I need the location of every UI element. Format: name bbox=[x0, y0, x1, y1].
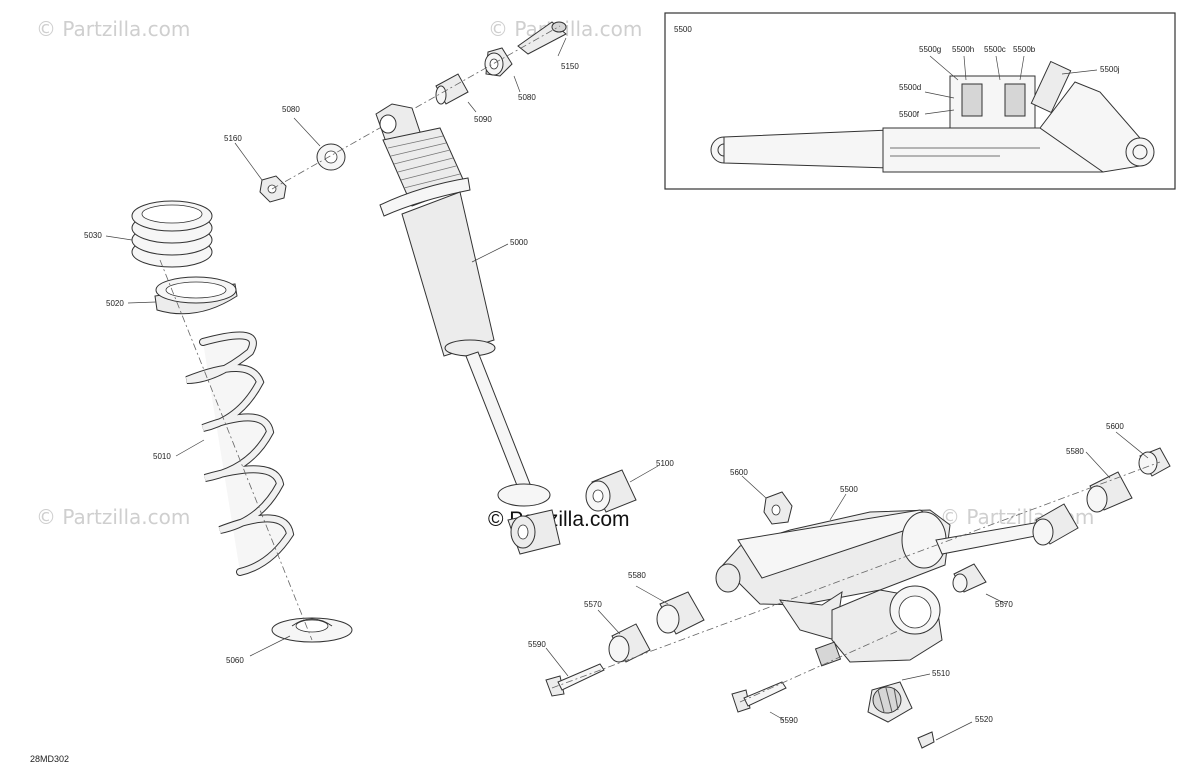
adjuster-5510 bbox=[867, 681, 913, 723]
lower-assembly-axis bbox=[551, 461, 1161, 689]
spring-5010 bbox=[185, 331, 295, 576]
shock-5000 bbox=[375, 103, 561, 555]
callout-5090: 5090 bbox=[474, 115, 492, 124]
leader-lines bbox=[105, 37, 1149, 741]
watermark-top-left: © Partzilla.com bbox=[36, 17, 190, 41]
callout-5020: 5020 bbox=[106, 299, 124, 308]
callout-5510: 5510 bbox=[932, 669, 950, 678]
shock-5500 bbox=[715, 509, 1047, 667]
callout-5590-right: 5590 bbox=[780, 716, 798, 725]
bushing-5100 bbox=[585, 469, 637, 513]
sleeve-5580-left bbox=[656, 591, 705, 635]
upper-assembly-axis bbox=[271, 25, 561, 190]
callout-5600-left: 5600 bbox=[730, 468, 748, 477]
callout-5160: 5160 bbox=[224, 134, 242, 143]
sleeve-5580-right bbox=[1086, 471, 1133, 513]
watermark-mid-left: © Partzilla.com bbox=[36, 505, 190, 529]
callout-5080-upper: 5080 bbox=[518, 93, 536, 102]
sleeve-5080-lower bbox=[316, 143, 346, 171]
callout-5600-right: 5600 bbox=[1106, 422, 1124, 431]
inset-title: 5500 bbox=[674, 25, 692, 34]
callout-5580-left: 5580 bbox=[628, 571, 646, 580]
sleeve-5570-left bbox=[608, 623, 651, 663]
inset-label-5500c: 5500c bbox=[984, 45, 1006, 54]
sleeve-5080-upper bbox=[484, 47, 513, 77]
bolt-5590-right bbox=[731, 681, 787, 713]
lower-bolt-axis bbox=[739, 629, 901, 703]
callout-5520: 5520 bbox=[975, 715, 993, 724]
callout-5580-right: 5580 bbox=[1066, 447, 1084, 456]
nut-5160 bbox=[259, 175, 287, 203]
screw-5520 bbox=[917, 731, 935, 749]
callout-5100: 5100 bbox=[656, 459, 674, 468]
inset-label-5500j: 5500j bbox=[1100, 65, 1120, 74]
inset-label-5500h: 5500h bbox=[952, 45, 974, 54]
bushing-5600-right bbox=[1138, 447, 1171, 477]
spring-seat-5060 bbox=[271, 617, 353, 643]
callout-5010: 5010 bbox=[153, 452, 171, 461]
callout-5080-lower: 5080 bbox=[282, 105, 300, 114]
bolt-5150 bbox=[517, 21, 567, 55]
inset-label-5500f: 5500f bbox=[899, 110, 920, 119]
spring-seat-5020 bbox=[154, 276, 238, 315]
bushing-5600-left bbox=[763, 491, 793, 525]
callout-5030: 5030 bbox=[84, 231, 102, 240]
callout-5000: 5000 bbox=[510, 238, 528, 247]
callout-5590-left: 5590 bbox=[528, 640, 546, 649]
callout-5060: 5060 bbox=[226, 656, 244, 665]
callout-labels: 5150 5080 5090 5080 5160 5030 5020 5000 … bbox=[84, 62, 1124, 725]
spacer-right-large bbox=[1032, 503, 1079, 546]
spacer-5090 bbox=[435, 73, 469, 105]
callout-5570-left: 5570 bbox=[584, 600, 602, 609]
callout-5500: 5500 bbox=[840, 485, 858, 494]
bolt-5590-left bbox=[545, 663, 605, 697]
spring-assembly-axis bbox=[159, 259, 313, 641]
callout-5150: 5150 bbox=[561, 62, 579, 71]
diagram-code: 28MD302 bbox=[30, 754, 69, 764]
inset-label-5500b: 5500b bbox=[1013, 45, 1036, 54]
callout-5570-right: 5570 bbox=[995, 600, 1013, 609]
inset-label-5500g: 5500g bbox=[919, 45, 941, 54]
spring-5030 bbox=[131, 200, 213, 268]
inset-shock-body bbox=[710, 60, 1155, 173]
sleeve-5570-right bbox=[952, 563, 987, 593]
inset-labels: 5500g 5500h 5500c 5500b 5500j 5500d 5500… bbox=[899, 45, 1120, 119]
inset-label-5500d: 5500d bbox=[899, 83, 921, 92]
inset-5500: 5500 5500g 5500h 5500c 5500b 5500j 5500d… bbox=[664, 12, 1176, 190]
